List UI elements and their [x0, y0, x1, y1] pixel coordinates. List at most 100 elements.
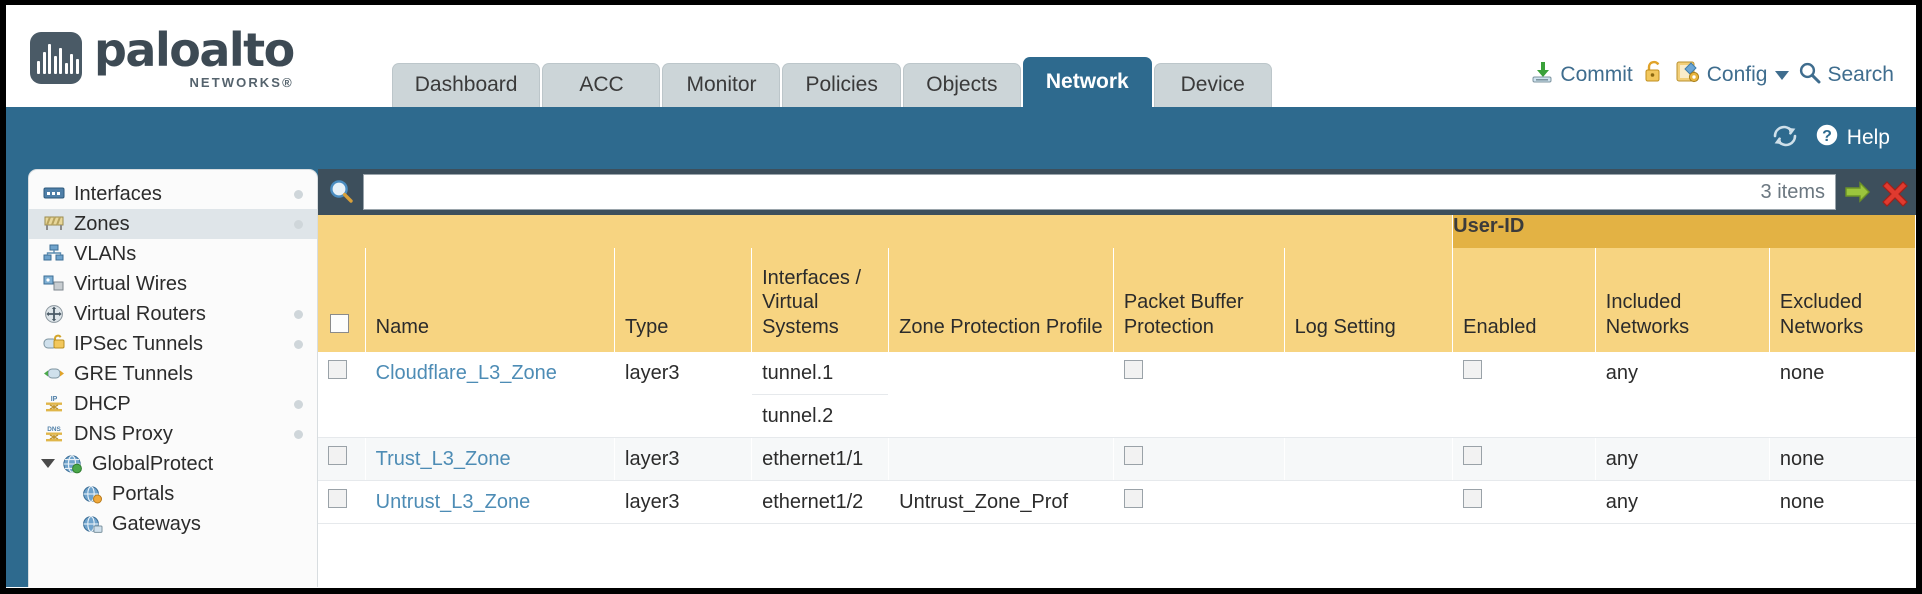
gateways-icon — [81, 514, 103, 534]
cell-userid-enabled — [1452, 437, 1596, 481]
sidebar-item-dhcp[interactable]: IP DHCP — [29, 389, 317, 419]
sidebar-item-dns-proxy[interactable]: DNS DNS Proxy — [29, 419, 317, 449]
col-packet-buffer-protection[interactable]: Packet Buffer Protection — [1113, 248, 1285, 352]
zones-table: User-ID Name Type Interfaces / Virtual S… — [318, 215, 1916, 524]
config-label: Config — [1706, 63, 1768, 86]
status-dot — [294, 340, 303, 349]
sidebar-item-virtual-routers[interactable]: Virtual Routers — [29, 299, 317, 329]
virtual-wires-icon — [43, 274, 65, 294]
sidebar-item-gateways[interactable]: Gateways — [29, 509, 317, 539]
tab-policies[interactable]: Policies — [782, 62, 901, 107]
chevron-down-icon — [1775, 70, 1790, 80]
sidebar-item-globalprotect[interactable]: GlobalProtect — [29, 449, 317, 479]
refresh-icon[interactable] — [1770, 123, 1800, 154]
globalprotect-icon — [61, 454, 83, 474]
col-log-setting[interactable]: Log Setting — [1284, 248, 1454, 352]
col-zone-protection-profile[interactable]: Zone Protection Profile — [888, 248, 1114, 352]
apply-filter-icon[interactable] — [1843, 177, 1873, 207]
cell-excluded-networks: none — [1769, 352, 1916, 438]
svg-text:IP: IP — [51, 396, 58, 403]
row-checkbox[interactable] — [328, 360, 347, 379]
sidebar-label: DNS Proxy — [74, 422, 173, 445]
dns-proxy-icon: DNS — [43, 424, 65, 444]
sidebar-item-vlans[interactable]: VLANs — [29, 239, 317, 269]
zone-name-link[interactable]: Cloudflare_L3_Zone — [375, 362, 557, 384]
search-input[interactable]: 3 items — [363, 174, 1836, 210]
packet-buffer-checkbox[interactable] — [1123, 489, 1143, 508]
cell-name: Untrust_L3_Zone — [365, 480, 616, 524]
brand-tagline: NETWORKS® — [189, 75, 294, 90]
sidebar-label: Gateways — [112, 512, 201, 535]
zone-name-link[interactable]: Trust_L3_Zone — [375, 448, 511, 470]
main-panel: 3 items — [318, 169, 1916, 587]
packet-buffer-checkbox[interactable] — [1123, 446, 1143, 465]
lock-icon[interactable] — [1642, 59, 1666, 91]
table-row[interactable]: Trust_L3_Zone layer3 ethernet1/1 any non… — [318, 437, 1916, 481]
tab-device[interactable]: Device — [1153, 62, 1272, 107]
col-excluded-networks[interactable]: Excluded Networks — [1769, 248, 1916, 352]
help-button[interactable]: ? Help — [1814, 122, 1890, 154]
col-interfaces[interactable]: Interfaces / Virtual Systems — [751, 248, 890, 352]
cell-packet-buffer-protection — [1113, 437, 1285, 481]
cell-type: layer3 — [614, 480, 753, 524]
zone-name-link[interactable]: Untrust_L3_Zone — [375, 491, 531, 513]
cell-packet-buffer-protection — [1113, 480, 1285, 524]
cell-excluded-networks: none — [1769, 480, 1916, 524]
cell-included-networks: any — [1595, 352, 1770, 438]
commit-button[interactable]: Commit — [1530, 60, 1633, 90]
cell-name: Cloudflare_L3_Zone — [365, 352, 616, 438]
sidebar-item-portals[interactable]: Portals — [29, 479, 317, 509]
zones-table-container: User-ID Name Type Interfaces / Virtual S… — [318, 215, 1916, 587]
userid-enabled-checkbox[interactable] — [1463, 489, 1483, 508]
select-all-checkbox[interactable] — [330, 314, 349, 334]
sidebar-label: VLANs — [74, 242, 137, 265]
commit-icon — [1530, 60, 1554, 90]
select-all-header — [318, 248, 366, 352]
expander-triangle-icon[interactable] — [41, 459, 55, 468]
tab-dashboard[interactable]: Dashboard — [391, 62, 541, 107]
cell-zone-protection-profile — [888, 437, 1114, 481]
config-menu[interactable]: Config — [1675, 60, 1790, 90]
sidebar-item-zones[interactable]: Zones — [29, 209, 317, 239]
sidebar-item-virtual-wires[interactable]: Virtual Wires — [29, 269, 317, 299]
svg-text:?: ? — [1822, 128, 1832, 145]
sidebar-label: GRE Tunnels — [74, 362, 193, 385]
cell-interfaces: tunnel.1 tunnel.2 — [751, 352, 890, 438]
table-row[interactable]: Cloudflare_L3_Zone layer3 tunnel.1 tunne… — [318, 352, 1916, 438]
row-select-cell — [318, 480, 366, 524]
col-type[interactable]: Type — [614, 248, 753, 352]
tab-network[interactable]: Network — [1022, 56, 1152, 107]
userid-enabled-checkbox[interactable] — [1463, 360, 1483, 379]
help-icon: ? — [1814, 122, 1840, 154]
cell-log-setting — [1284, 480, 1454, 524]
tab-acc[interactable]: ACC — [542, 62, 661, 107]
search-label: Search — [1827, 63, 1894, 86]
sidebar-label: DHCP — [74, 392, 131, 415]
sidebar-item-gre-tunnels[interactable]: GRE Tunnels — [29, 359, 317, 389]
sidebar-label: IPSec Tunnels — [74, 332, 203, 355]
gre-tunnels-icon — [43, 364, 65, 384]
top-right-actions: Commit — [1530, 59, 1916, 107]
cell-included-networks: any — [1595, 480, 1770, 524]
interfaces-icon — [43, 184, 65, 204]
table-row[interactable]: Untrust_L3_Zone layer3 ethernet1/2 Untru… — [318, 480, 1916, 524]
search-icon[interactable] — [326, 177, 356, 207]
sidebar-item-ipsec-tunnels[interactable]: IPSec Tunnels — [29, 329, 317, 359]
sidebar-item-interfaces[interactable]: Interfaces — [29, 179, 317, 209]
tab-monitor[interactable]: Monitor — [662, 62, 781, 107]
userid-enabled-checkbox[interactable] — [1463, 446, 1483, 465]
search-button[interactable]: Search — [1798, 61, 1894, 90]
col-name[interactable]: Name — [365, 248, 616, 352]
config-icon — [1675, 60, 1701, 90]
sub-header-band: ? Help — [6, 107, 1916, 169]
clear-filter-icon[interactable] — [1880, 177, 1910, 207]
zones-icon — [43, 214, 65, 234]
row-checkbox[interactable] — [328, 446, 347, 465]
page-body: Interfaces Zones VLANs — [6, 169, 1916, 587]
status-dot — [294, 310, 303, 319]
row-checkbox[interactable] — [328, 489, 347, 508]
col-userid-enabled[interactable]: Enabled — [1452, 248, 1596, 352]
col-included-networks[interactable]: Included Networks — [1595, 248, 1770, 352]
packet-buffer-checkbox[interactable] — [1123, 360, 1143, 379]
tab-objects[interactable]: Objects — [902, 62, 1021, 107]
